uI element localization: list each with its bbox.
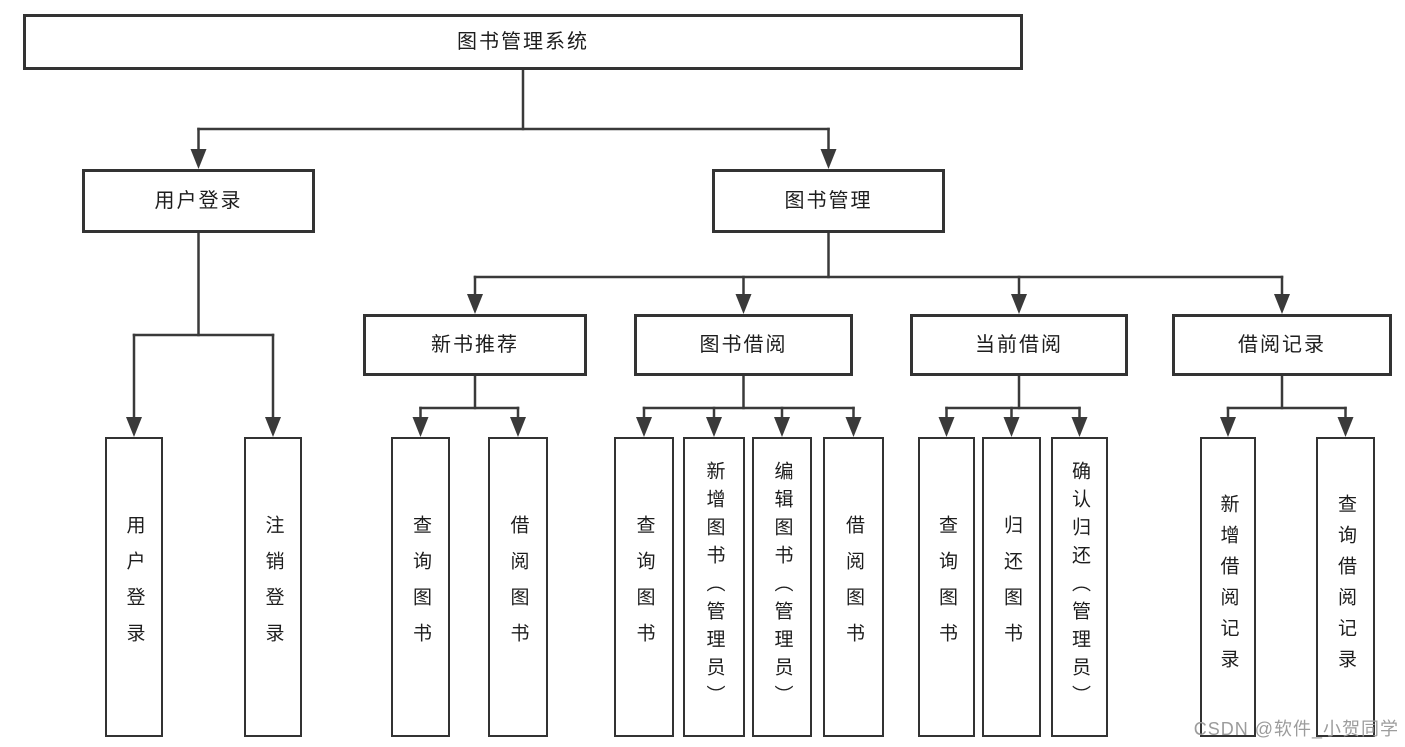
node-bb-add: 新增图书（管理员） [683,437,745,737]
node-br-add: 新增借阅记录 [1200,437,1256,737]
node-label: 确认归还（管理员） [1069,461,1090,713]
node-label: 新增借阅记录 [1217,494,1239,680]
node-label: 用户登录 [123,515,145,659]
node-label: 图书管理系统 [457,31,589,53]
node-label: 用户登录 [154,190,243,212]
node-bb-borrow: 借阅图书 [823,437,884,737]
node-label: 编辑图书（管理员） [771,461,793,713]
node-label: 当前借阅 [975,334,1063,356]
node-nb-borrow: 借阅图书 [488,437,548,737]
node-cb-return: 归还图书 [982,437,1041,737]
node-label: 图书借阅 [699,334,788,356]
node-label: 注销登录 [262,515,284,659]
node-label: 查询图书 [936,515,957,659]
node-root: 图书管理系统 [23,14,1023,70]
node-br-query: 查询借阅记录 [1316,437,1375,737]
node-label: 借阅图书 [843,515,864,659]
node-leaf-user-login: 用户登录 [105,437,163,737]
node-new-books: 新书推荐 [363,314,587,376]
watermark: CSDN @软件_小贺同学 [1193,719,1399,739]
node-label: 图书管理 [784,190,873,212]
node-cb-query: 查询图书 [918,437,975,737]
node-label: 查询图书 [410,515,431,659]
node-label: 查询借阅记录 [1335,494,1356,680]
node-leaf-logout: 注销登录 [244,437,302,737]
node-label: 查询图书 [633,515,655,659]
node-book-mgmt: 图书管理 [712,169,945,233]
node-label: 借阅记录 [1238,334,1326,356]
node-label: 借阅图书 [507,515,529,659]
node-cb-confirm: 确认归还（管理员） [1051,437,1108,737]
node-label: 归还图书 [1001,515,1022,659]
node-label: 新书推荐 [431,334,519,356]
node-bb-edit: 编辑图书（管理员） [752,437,812,737]
node-label: 新增图书（管理员） [703,461,725,713]
node-bb-query: 查询图书 [614,437,674,737]
node-book-borrow: 图书借阅 [634,314,853,376]
node-user-login: 用户登录 [82,169,315,233]
node-current-borrow: 当前借阅 [910,314,1128,376]
node-borrow-records: 借阅记录 [1172,314,1392,376]
node-nb-query: 查询图书 [391,437,450,737]
